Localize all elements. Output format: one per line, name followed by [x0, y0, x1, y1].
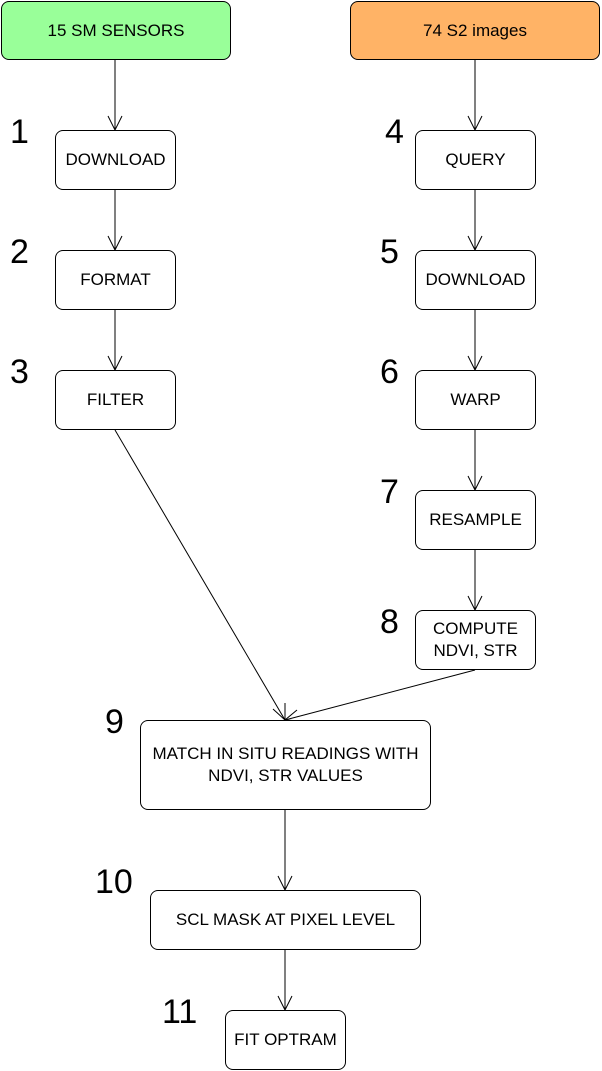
step-filter-box: FILTER [55, 370, 176, 430]
arrow-filter-to-match [114, 429, 286, 721]
step-label: DOWNLOAD [65, 150, 166, 169]
sm-sensors-box: 15 SM SENSORS [1, 1, 231, 60]
step-label: SCL MASK AT PIXEL LEVEL [175, 910, 396, 929]
step-number: 8 [380, 603, 399, 641]
step-number: 9 [105, 703, 124, 741]
step-number: 10 [95, 863, 133, 901]
step-label: RESAMPLE [429, 510, 522, 529]
step-format-box: FORMAT [55, 250, 176, 310]
step-number: 1 [10, 113, 29, 151]
step-query-box: QUERY [415, 130, 536, 190]
step-number: 4 [385, 113, 404, 151]
step-label: FIT OPTRAM [234, 1030, 337, 1049]
step-match-box: MATCH IN SITU READINGS WITH NDVI, STR VA… [140, 720, 431, 810]
step-label: COMPUTE NDVI, STR [433, 619, 518, 660]
s2-images-label: 74 S2 images [423, 20, 527, 40]
step-number: 5 [380, 233, 399, 271]
step-number: 3 [10, 353, 29, 391]
step-number: 6 [380, 353, 399, 391]
arrow-compute-to-match [284, 669, 476, 721]
s2-images-box: 74 S2 images [350, 1, 600, 60]
step-label: QUERY [445, 150, 506, 169]
step-label: FORMAT [80, 270, 151, 289]
step-compute-box: COMPUTE NDVI, STR [415, 610, 536, 670]
step-label: MATCH IN SITU READINGS WITH NDVI, STR VA… [152, 744, 419, 785]
step-number: 2 [10, 233, 29, 271]
sm-sensors-label: 15 SM SENSORS [47, 20, 185, 40]
step-label: WARP [450, 390, 501, 409]
step-fit-optram-box: FIT OPTRAM [225, 1010, 346, 1070]
step-label: DOWNLOAD [425, 270, 526, 289]
step-download-images-box: DOWNLOAD [415, 250, 536, 310]
step-scl-mask-box: SCL MASK AT PIXEL LEVEL [150, 890, 421, 950]
step-warp-box: WARP [415, 370, 536, 430]
step-resample-box: RESAMPLE [415, 490, 536, 550]
step-number: 7 [380, 473, 399, 511]
step-label: FILTER [86, 390, 145, 409]
step-download-sensors-box: DOWNLOAD [55, 130, 176, 190]
step-number: 11 [162, 993, 198, 1031]
